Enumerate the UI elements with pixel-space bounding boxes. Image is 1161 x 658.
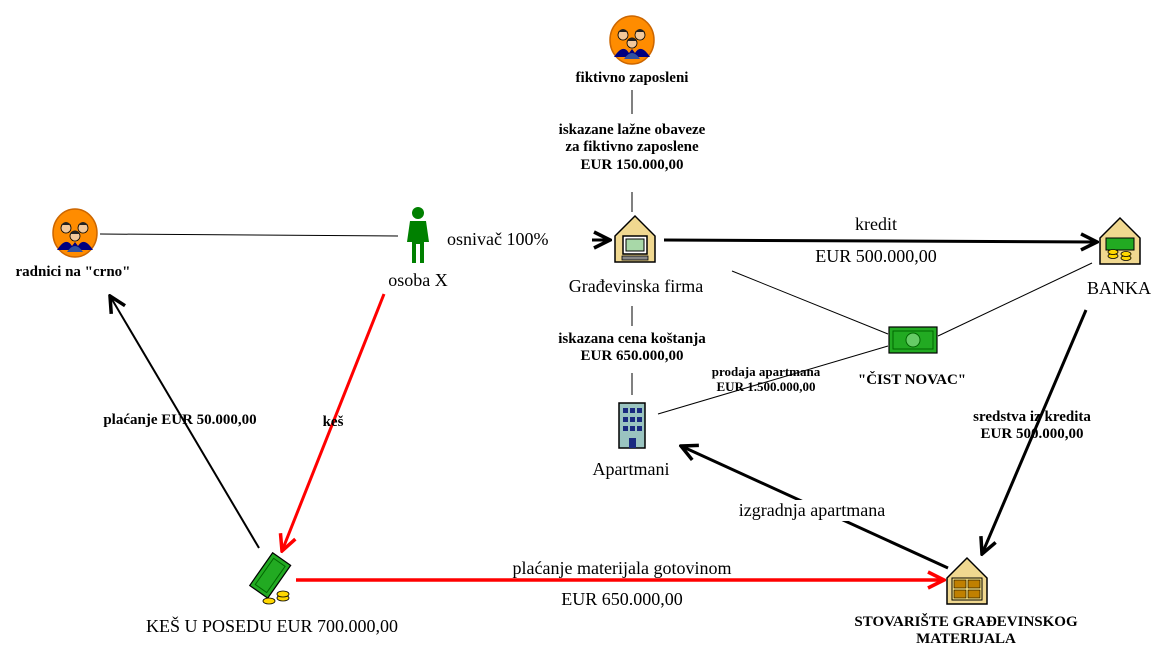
edge-label-obaveze-line3: EUR 150.000,00 [580, 156, 684, 173]
people-group-icon [52, 208, 98, 258]
edge-label-materijal: plaćanje materijala gotovinom [512, 558, 732, 578]
edge-firma-cistnovac [731, 270, 889, 335]
edge-sredstva [982, 309, 1088, 554]
cash-icon [249, 552, 292, 605]
edge-label-osnivac: osnivač 100% [446, 229, 550, 250]
node-label-radnici: radnici na "crno" [15, 264, 131, 280]
node-label-banka: BANKA [1086, 278, 1152, 298]
node-label-apartmani: Apartmani [592, 459, 670, 479]
edge-label-kredit-amount: EUR 500.000,00 [815, 246, 937, 266]
edge-label-obaveze: iskazane lažne obaveze za fiktivno zapos… [559, 122, 706, 174]
edge-label-izgradnja: izgradnja apartmana [738, 500, 886, 521]
edge-label-prodaja-line1: prodaja apartmana [711, 364, 821, 379]
node-label-stovariste: STOVARIŠTE GRAĐEVINSKOG MATERIJALA [854, 614, 1077, 649]
edge-banka-cistnovac [937, 262, 1093, 337]
edge-placanje-50 [110, 296, 260, 549]
node-label-firma: Građevinska firma [568, 276, 704, 296]
edge-label-materijal-amount: EUR 650.000,00 [561, 589, 683, 609]
edge-label-cena-line2: EUR 650.000,00 [580, 348, 684, 365]
edge-label-prodaja: prodaja apartmana EUR 1.500.000,00 [711, 364, 821, 395]
node-label-cist-novac: "ČIST NOVAC" [857, 372, 967, 388]
edge-label-sredstva-line1: sredstva iz kredita [973, 409, 1091, 425]
node-label-osoba-x: osoba X [388, 270, 448, 290]
person-icon [407, 207, 429, 263]
edge-label-cena-line1: iskazana cena koštanja [558, 331, 706, 347]
edge-apartmani-cistnovac [657, 345, 889, 415]
apartment-building-icon [618, 402, 646, 449]
edge-kes [282, 293, 386, 551]
edge-label-cena: iskazana cena koštanja EUR 650.000,00 [558, 331, 706, 366]
edge-kredit [663, 240, 1097, 242]
edge-label-kes: keš [322, 414, 344, 430]
edge-label-kredit: kredit [855, 214, 897, 234]
node-label-fiktivno: fiktivno zaposleni [575, 70, 689, 86]
warehouse-icon [946, 556, 988, 605]
edge-radnici-osoba [99, 233, 399, 237]
edge-label-obaveze-line1: iskazane lažne obaveze [558, 122, 706, 138]
node-label-stovariste-line1: STOVARIŠTE GRAĐEVINSKOG [854, 614, 1078, 630]
edge-label-placanje-50: plaćanje EUR 50.000,00 [103, 412, 257, 428]
edge-label-sredstva-line2: EUR 500.000,00 [980, 426, 1084, 443]
money-icon [888, 326, 938, 354]
edge-label-sredstva: sredstva iz kredita EUR 500.000,00 [973, 409, 1091, 444]
edge-label-prodaja-line2: EUR 1.500.000,00 [716, 378, 816, 394]
node-label-stovariste-line2: MATERIJALA [916, 631, 1016, 648]
people-group-icon [609, 15, 655, 65]
node-label-kes: KEŠ U POSEDU EUR 700.000,00 [145, 616, 399, 636]
company-building-icon [614, 214, 656, 263]
bank-icon [1099, 216, 1141, 265]
edge-label-obaveze-line2: za fiktivno zaposlene [565, 139, 699, 156]
